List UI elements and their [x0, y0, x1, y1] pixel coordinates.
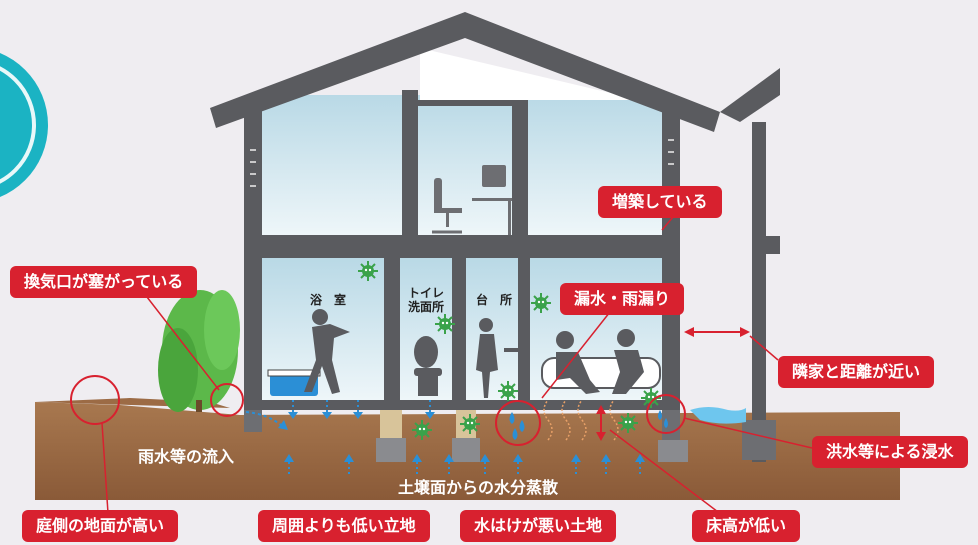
- toilet: [414, 336, 442, 396]
- label-low-land: 周囲よりも低い立地: [258, 510, 430, 542]
- label-poor-drainage: 水はけが悪い土地: [460, 510, 617, 542]
- label-low-floor: 床高が低い: [692, 510, 801, 542]
- water-drop-icon: [509, 410, 668, 440]
- callout-circles: [70, 375, 686, 446]
- label-extension: 増築している: [598, 186, 722, 218]
- label-leak: 漏水・雨漏り: [560, 283, 685, 315]
- label-flood: 洪水等による浸水: [812, 436, 968, 468]
- label-vent-blocked: 換気口が塞がっている: [10, 266, 198, 298]
- neighbor-house: [720, 68, 780, 462]
- sofa-people: [541, 329, 661, 394]
- rain-inflow-arrow: [245, 411, 288, 430]
- garden-bush: [158, 290, 240, 412]
- person-kitchen: [476, 318, 520, 398]
- flood-water: [690, 407, 746, 424]
- label-soil-evaporation: 土壌面からの水分蒸散: [398, 478, 559, 497]
- room-label-kitchen: 台 所: [475, 293, 512, 307]
- desk-silhouette: [432, 165, 512, 235]
- person-bath: [304, 309, 350, 394]
- label-rain-inflow: 雨水等の流入: [138, 447, 235, 466]
- house-frame: [210, 12, 720, 410]
- room-label-toilet: トイレ 洗面所: [407, 286, 444, 314]
- teal-badge: [0, 53, 48, 197]
- room-label-bath: 浴 室: [309, 293, 346, 307]
- humidity-squiggles: [543, 399, 619, 441]
- double-arrow-icon: [596, 327, 750, 441]
- label-garden-high: 庭側の地面が高い: [22, 510, 179, 542]
- label-neighbor-close: 隣家と距離が近い: [778, 356, 935, 388]
